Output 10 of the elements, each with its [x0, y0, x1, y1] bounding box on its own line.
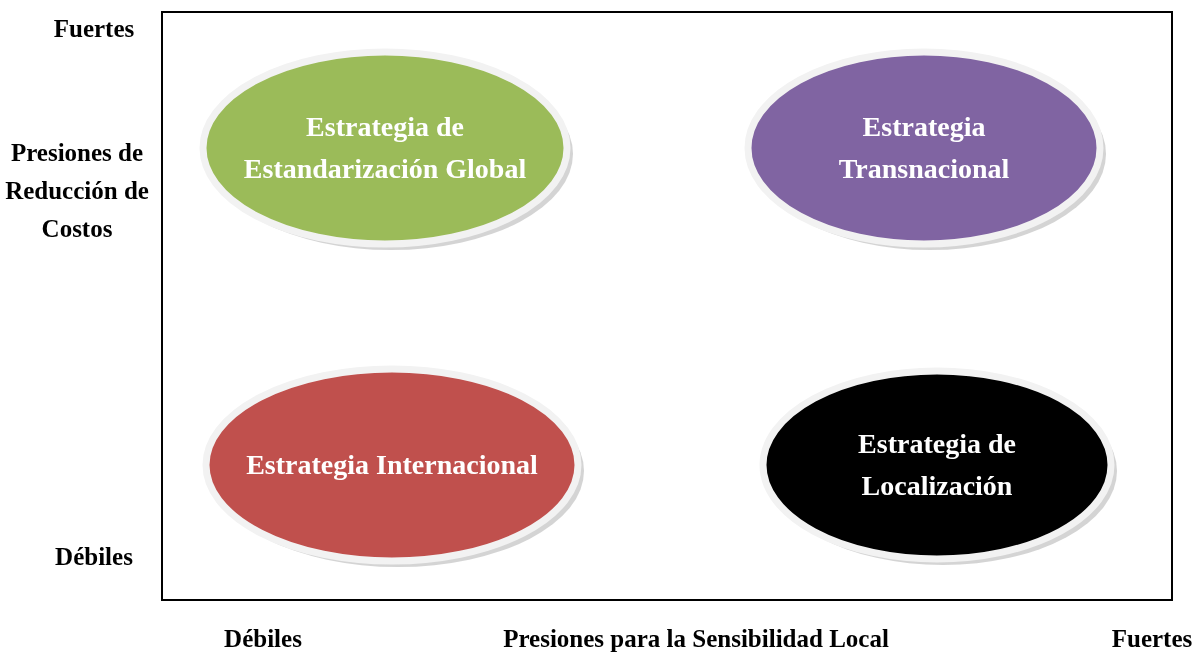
axis-title: Presiones de Reducción de Costos: [4, 138, 150, 244]
axis-end-label: Fuertes: [53, 14, 135, 44]
strategy-label: Estrategia Internacional: [245, 448, 539, 482]
strategy-label: Estrategia de Estandarización Global: [242, 110, 528, 186]
strategy-label: Estrategia Transnacional: [837, 110, 1011, 186]
axis-end-label: Fuertes: [1111, 624, 1193, 652]
axis-title: Presiones para la Sensibilidad Local: [503, 624, 889, 652]
axis-end-label: Débiles: [224, 624, 302, 652]
axis-end-label: Débiles: [55, 542, 133, 572]
strategy-label: Estrategia de Localización: [857, 427, 1017, 503]
